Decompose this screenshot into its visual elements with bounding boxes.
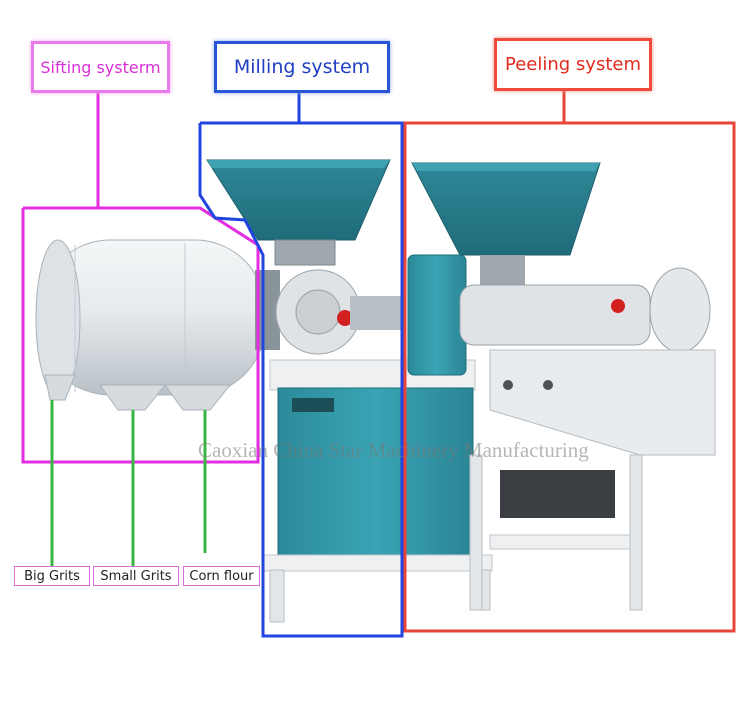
watermark-text: Caoxian China Star Machinery Manufacturi… [198, 438, 589, 462]
peeling-machine [407, 162, 716, 611]
big-grits-label: Big Grits [14, 566, 90, 586]
sifting-drum [35, 239, 280, 411]
milling-outline [198, 93, 404, 638]
peeling-outline [403, 91, 736, 633]
small-grits-label: Small Grits [93, 566, 179, 586]
milling-machine [206, 159, 493, 623]
milling-system-label: Milling system [214, 41, 390, 93]
outlet-lines [50, 400, 207, 566]
sifting-system-label: Sifting systerm [31, 41, 170, 93]
corn-flour-label: Corn flour [183, 566, 260, 586]
peeling-system-label: Peeling system [494, 38, 652, 91]
